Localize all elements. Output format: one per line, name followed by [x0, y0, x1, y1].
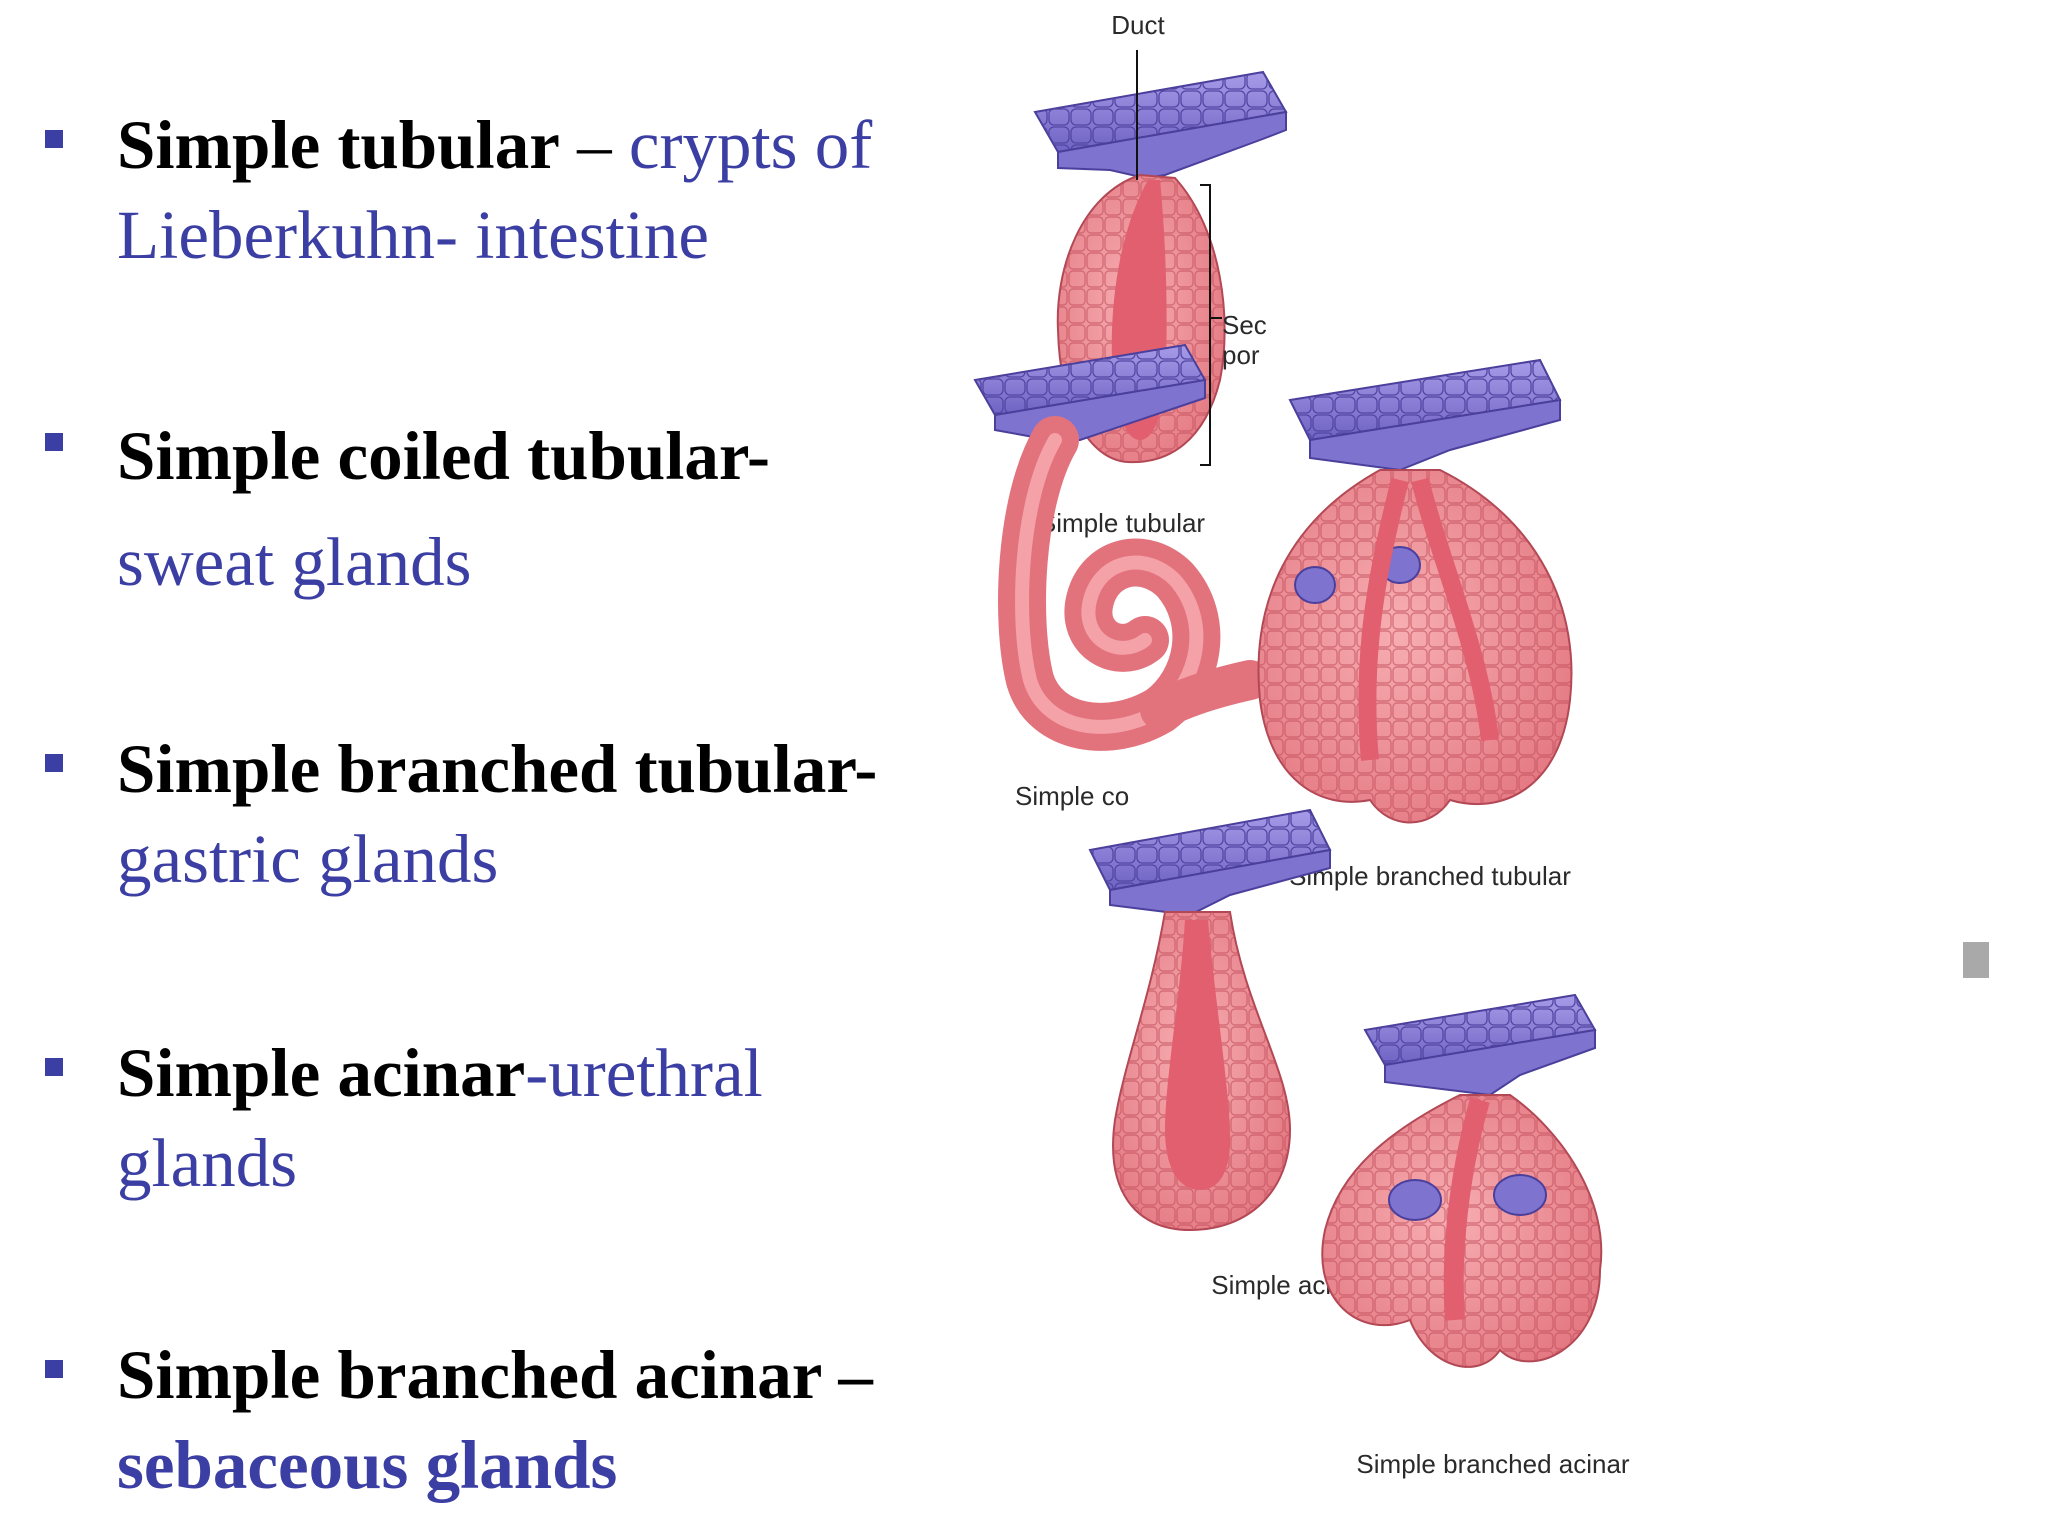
label-simple-branched-acinar: Simple branched acinar — [1356, 1449, 1629, 1479]
gland-diagram: Duct Sec por Simple tubular Simple co — [960, 0, 2048, 1536]
bullet-term: Simple branched tubular- — [117, 731, 878, 807]
bullet-square-icon — [45, 1058, 63, 1076]
label-simple-tubular: Simple tubular — [1039, 508, 1206, 538]
bullet-term: Simple acinar — [117, 1035, 526, 1111]
gray-marker — [1963, 942, 1989, 978]
simple-branched-acinar-gland — [1321, 993, 1603, 1368]
bullet-separator: – — [559, 107, 629, 183]
gland-diagram-svg: Duct Sec por Simple tubular Simple co — [973, 10, 1989, 1479]
bullet-square-icon — [45, 1360, 63, 1378]
simple-acinar-gland — [1088, 808, 1332, 1232]
bullet-square-icon — [45, 754, 63, 772]
duct-label: Duct — [1111, 10, 1165, 40]
simple-branched-tubular-gland — [1257, 358, 1573, 824]
bullet-square-icon — [45, 130, 63, 148]
bullet-term: Simple branched acinar – — [117, 1337, 873, 1413]
secretory-label-line2: por — [1222, 340, 1260, 370]
bullet-example: -urethral glands — [117, 1035, 763, 1201]
simple-coiled-tubular-gland — [973, 343, 1270, 751]
bullet-example: sweat glands — [117, 524, 472, 600]
bullet-example: crypts of Lieberkuhn- intestine — [117, 107, 873, 273]
bullet-square-icon — [45, 433, 63, 451]
bullet-example: gastric glands — [117, 821, 499, 897]
bullet-example: sebaceous glands — [117, 1427, 618, 1503]
secretory-label-line1: Sec — [1222, 310, 1267, 340]
label-simple-coiled: Simple co — [1015, 781, 1129, 811]
bullet-term: Simple coiled tubular- — [117, 418, 770, 494]
bullet-list: Simple tubular – crypts of Lieberkuhn- i… — [0, 0, 980, 1536]
label-simple-branched-tubular: Simple branched tubular — [1289, 861, 1571, 891]
bullet-term: Simple tubular — [117, 107, 560, 183]
